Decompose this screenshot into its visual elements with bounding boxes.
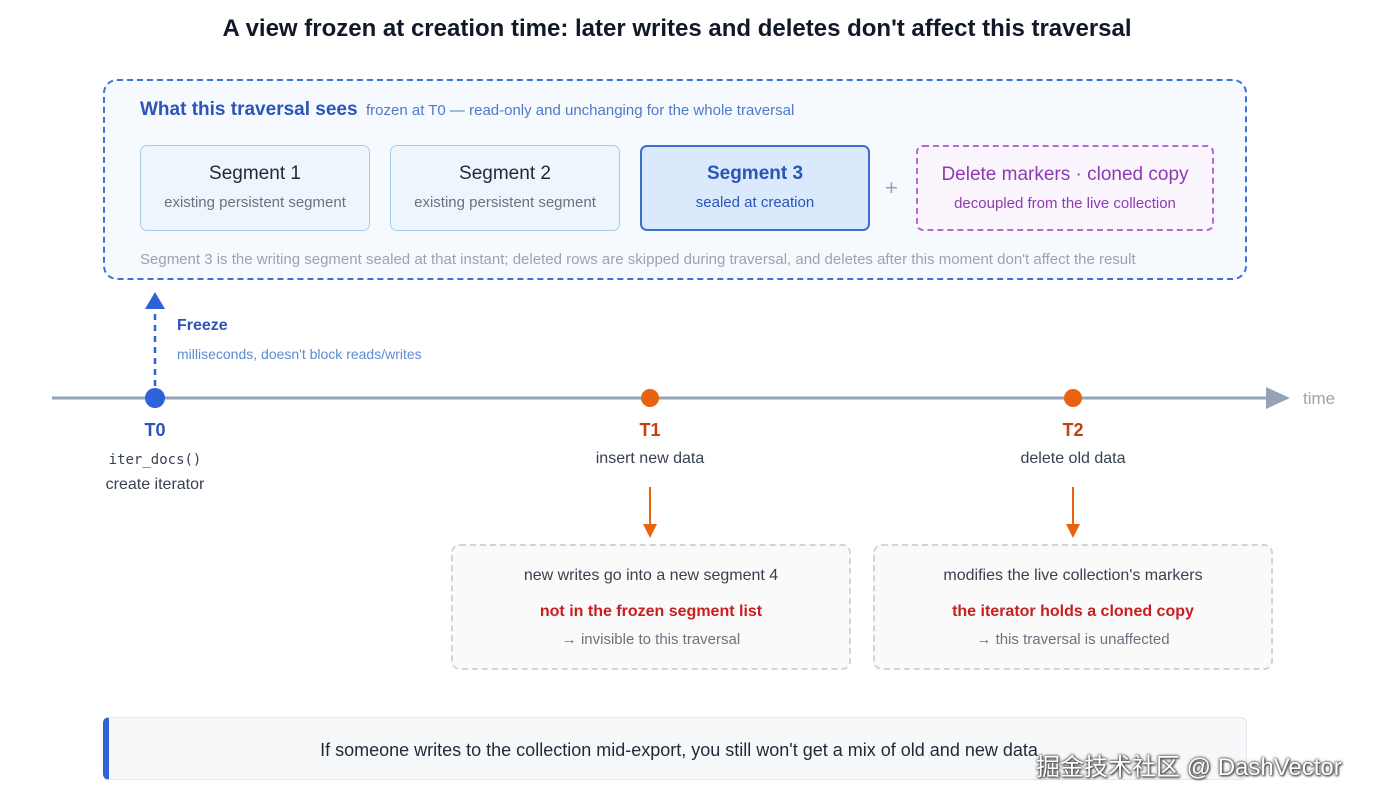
t1-marker	[641, 389, 659, 407]
diagram-title: A view frozen at creation time: later wr…	[222, 15, 1132, 42]
segment-2-title: Segment 2	[459, 163, 551, 184]
freeze-label: Freeze	[177, 317, 228, 334]
delete-markers-card: Delete markers · cloned copy decoupled f…	[916, 145, 1214, 231]
frozen-view-note: Segment 3 is the writing segment sealed …	[140, 251, 1136, 268]
timeline-arrow-head	[1266, 387, 1290, 409]
t2-effect-line1: modifies the live collection's markers	[943, 567, 1203, 584]
t2-effect-card: modifies the live collection's markers t…	[873, 544, 1273, 670]
footer-callout	[103, 717, 1247, 780]
segment-1-title: Segment 1	[209, 163, 301, 184]
frozen-view-title: What this traversal sees	[140, 99, 358, 120]
t1-effect-line1: new writes go into a new segment 4	[523, 567, 779, 584]
t1-effect-card: new writes go into a new segment 4 not i…	[451, 544, 851, 670]
t0-marker	[145, 388, 165, 408]
watermark: 掘金技术社区 @ DashVector	[1036, 754, 1342, 781]
segment-1-card: Segment 1 existing persistent segment	[140, 145, 370, 231]
t2-marker	[1064, 389, 1082, 407]
t1-arrow-head	[643, 524, 657, 538]
plus-sign: +	[885, 175, 898, 200]
t2-effect-line3: → this traversal is unaffected	[976, 631, 1170, 648]
freeze-arrow-head	[145, 292, 165, 309]
t1-label: T1	[639, 420, 661, 440]
t2-desc: delete old data	[1020, 450, 1126, 467]
t2-label: T2	[1062, 420, 1084, 440]
delete-markers-desc: decoupled from the live collection	[954, 195, 1176, 212]
time-axis-label: time	[1303, 389, 1336, 408]
t1-desc: insert new data	[595, 450, 705, 467]
t2-arrow-head	[1066, 524, 1080, 538]
footer-text: If someone writes to the collection mid-…	[320, 740, 1038, 760]
t0-code: iter_docs()	[108, 452, 202, 468]
segment-3-card: Segment 3 sealed at creation	[640, 145, 870, 231]
t0-label: T0	[144, 420, 166, 440]
t2-effect-line2: the iterator holds a cloned copy	[952, 603, 1194, 620]
t1-effect-line3: → invisible to this traversal	[561, 631, 741, 648]
segment-3-title: Segment 3	[706, 163, 804, 184]
segment-2-card: Segment 2 existing persistent segment	[390, 145, 620, 231]
frozen-view-heading: What this traversal sees frozen at T0 — …	[140, 98, 794, 123]
delete-markers-title: Delete markers · cloned copy	[941, 164, 1189, 185]
segment-3-desc: sealed at creation	[695, 194, 815, 211]
t1-effect-line2: not in the frozen segment list	[539, 603, 763, 620]
segment-2-desc: existing persistent segment	[414, 194, 596, 211]
freeze-desc: milliseconds, doesn't block reads/writes	[177, 346, 422, 362]
t0-desc: create iterator	[105, 476, 205, 493]
frozen-view-subtitle: frozen at T0 — read-only and unchanging …	[366, 102, 795, 119]
segment-1-desc: existing persistent segment	[164, 194, 346, 211]
